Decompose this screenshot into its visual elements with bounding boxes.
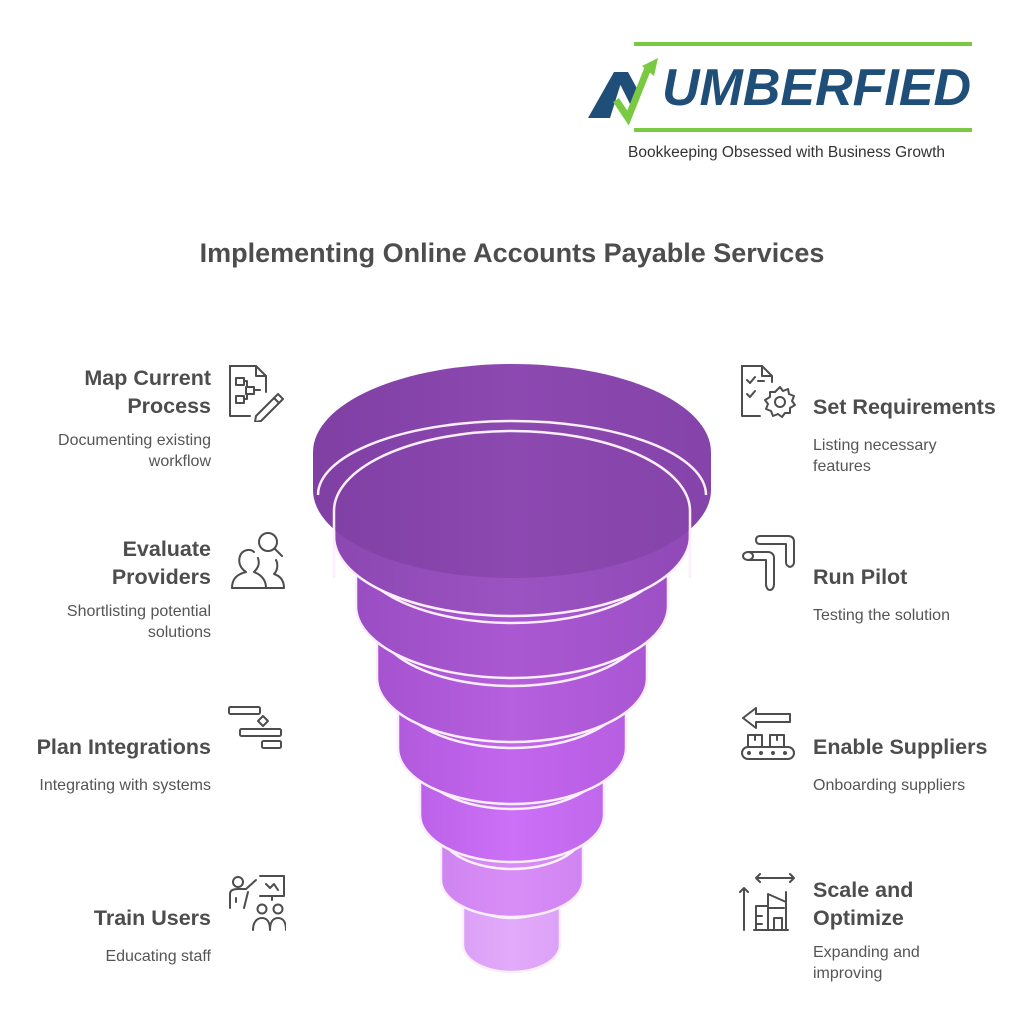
step-description: Shortlisting potential bbox=[66, 603, 211, 620]
step-enable-suppliers: Enable Suppliers Onboarding suppliers bbox=[813, 733, 1023, 796]
step-title: Set Requirements bbox=[813, 395, 996, 419]
step-description: Onboarding suppliers bbox=[813, 777, 966, 794]
logo-tagline: Bookkeeping Obsessed with Business Growt… bbox=[628, 144, 946, 161]
scale-building-icon bbox=[738, 872, 798, 932]
step-title-line2: Providers bbox=[111, 565, 211, 589]
logo-bottom-rule bbox=[634, 128, 972, 132]
step-title: Map Current bbox=[84, 366, 211, 390]
step-run-pilot: Run Pilot Testing the solution bbox=[813, 563, 1023, 626]
step-title: Plan Integrations bbox=[36, 735, 211, 759]
step-set-requirements: Set Requirements Listing necessary featu… bbox=[813, 393, 1023, 477]
process-map-icon bbox=[226, 362, 286, 423]
pipeline-icon bbox=[738, 532, 798, 592]
step-description: Educating staff bbox=[105, 948, 211, 965]
funnel-layer-1 bbox=[313, 364, 711, 578]
people-search-icon bbox=[226, 532, 286, 592]
step-description: Testing the solution bbox=[813, 607, 950, 624]
step-description: Expanding and bbox=[813, 944, 920, 961]
logo-top-rule bbox=[634, 42, 972, 46]
page-title: Implementing Online Accounts Payable Ser… bbox=[199, 238, 825, 268]
step-title: Scale and bbox=[813, 878, 914, 902]
logo-wordmark: UMBERFIED bbox=[662, 59, 972, 117]
step-title-line2: Process bbox=[127, 394, 211, 418]
step-title: Enable Suppliers bbox=[813, 735, 988, 759]
step-description-line2: features bbox=[813, 458, 871, 475]
presentation-training-icon bbox=[226, 872, 287, 932]
step-evaluate-providers: Evaluate Providers Shortlisting potentia… bbox=[0, 535, 211, 643]
step-title: Train Users bbox=[93, 906, 211, 930]
brand-logo: UMBERFIED Bookkeeping Obsessed with Busi… bbox=[582, 40, 982, 170]
step-plan-integrations: Plan Integrations Integrating with syste… bbox=[0, 733, 211, 796]
gantt-plan-icon bbox=[226, 704, 286, 764]
step-train-users: Train Users Educating staff bbox=[0, 904, 211, 967]
step-title: Run Pilot bbox=[813, 565, 908, 589]
step-description-line2: workflow bbox=[148, 453, 211, 470]
step-description: Documenting existing bbox=[58, 432, 211, 449]
step-description: Listing necessary bbox=[813, 437, 937, 454]
conveyor-arrow-icon bbox=[738, 704, 798, 764]
step-map-current-process: Map Current Process Documenting existing… bbox=[0, 364, 211, 472]
step-scale-and-optimize: Scale and Optimize Expanding and improvi… bbox=[813, 876, 1023, 984]
step-description-line2: solutions bbox=[147, 624, 211, 641]
step-description-line2: improving bbox=[813, 965, 883, 982]
logo-n-arrow-icon bbox=[588, 58, 658, 126]
funnel-layer-2-rim bbox=[316, 419, 708, 578]
step-title: Evaluate bbox=[122, 537, 211, 561]
step-title-line2: Optimize bbox=[813, 906, 904, 930]
checklist-gear-icon bbox=[738, 362, 798, 422]
step-description: Integrating with systems bbox=[39, 777, 211, 794]
